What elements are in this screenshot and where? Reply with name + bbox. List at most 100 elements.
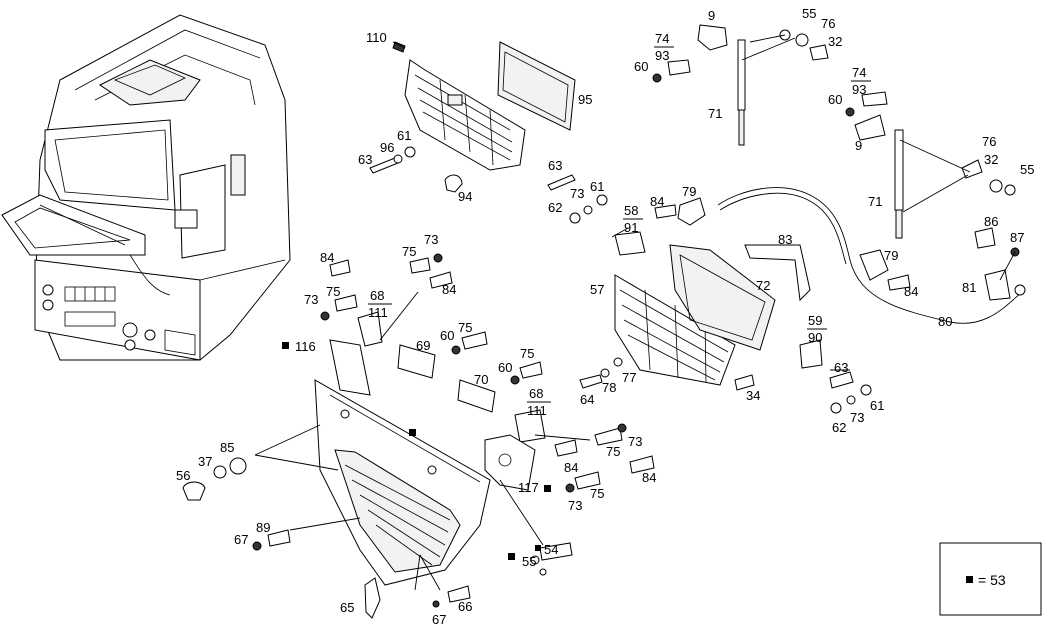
callout-84: 84: [642, 470, 656, 485]
callout-110: 110: [366, 30, 387, 45]
callout-73: 73: [424, 232, 438, 247]
fastener-group-top-left: [369, 41, 463, 193]
callout-34: 34: [746, 388, 760, 403]
callout-62: 62: [832, 420, 846, 435]
callout-37: 37: [198, 454, 212, 469]
svg-text:74: 74: [655, 31, 669, 46]
fraction-74-93-upper: 74 93: [654, 31, 674, 63]
callout-60: 60: [440, 328, 454, 343]
callout-81: 81: [962, 280, 976, 295]
callout-61: 61: [590, 179, 604, 194]
callout-77: 77: [622, 370, 636, 385]
gas-strut-71-right: [845, 91, 1016, 239]
callout-84: 84: [564, 460, 578, 475]
callout-84: 84: [904, 284, 918, 299]
callout-89: 89: [256, 520, 270, 535]
callout-84: 84: [442, 282, 456, 297]
callout-labels: 110 95 96 61 63 94 9 55 76 32 60 71 60 9…: [176, 6, 1034, 627]
callout-75: 75: [402, 244, 416, 259]
callout-75: 75: [326, 284, 340, 299]
callout-55: 55: [1020, 162, 1034, 177]
svg-text:68: 68: [529, 386, 543, 401]
svg-text:59: 59: [808, 313, 822, 328]
callout-69: 69: [416, 338, 430, 353]
svg-text:90: 90: [808, 330, 822, 345]
callout-84: 84: [320, 250, 334, 265]
fraction-58-91: 58 91: [623, 203, 643, 235]
svg-text:93: 93: [655, 48, 669, 63]
callout-64: 64: [580, 392, 594, 407]
fraction-labels: 74 93 74 93 58 91 68 111 68 111 59 90: [368, 31, 871, 418]
callout-116: 116: [295, 339, 316, 354]
truck-cab-illustration: [1, 14, 291, 361]
svg-text:74: 74: [852, 65, 866, 80]
callout-65: 65: [340, 600, 354, 615]
callout-73: 73: [304, 292, 318, 307]
callout-67: 67: [432, 612, 446, 627]
callout-54: 54: [544, 542, 558, 557]
legend-marker-square: [966, 576, 973, 583]
callout-32: 32: [984, 152, 998, 167]
callout-67: 67: [234, 532, 248, 547]
callout-96: 96: [380, 140, 394, 155]
fraction-68-111-left: 68 111: [368, 288, 392, 320]
callout-86: 86: [984, 214, 998, 229]
callout-63: 63: [834, 360, 848, 375]
callout-9: 9: [855, 138, 862, 153]
svg-text:111: 111: [527, 403, 547, 418]
callout-63: 63: [358, 152, 372, 167]
fraction-59-90: 59 90: [807, 313, 827, 345]
callout-75: 75: [590, 486, 604, 501]
gas-strut-71-upper: [652, 24, 829, 146]
callout-94: 94: [458, 189, 472, 204]
callout-76: 76: [821, 16, 835, 31]
callout-63: 63: [548, 158, 562, 173]
callout-55: 55: [522, 554, 536, 569]
callout-71: 71: [708, 106, 722, 121]
callout-9: 9: [708, 8, 715, 23]
callout-60: 60: [634, 59, 648, 74]
callout-75: 75: [606, 444, 620, 459]
svg-text:111: 111: [368, 305, 388, 320]
callout-73: 73: [568, 498, 582, 513]
callout-71: 71: [868, 194, 882, 209]
svg-text:68: 68: [370, 288, 384, 303]
callout-60: 60: [828, 92, 842, 107]
bracket-117: [484, 434, 573, 576]
callout-56: 56: [176, 468, 190, 483]
callout-75: 75: [520, 346, 534, 361]
release-cable-80: [654, 187, 1026, 324]
callout-95: 95: [578, 92, 592, 107]
callout-85: 85: [220, 440, 234, 455]
fastener-group-middle: [547, 174, 872, 414]
callout-87: 87: [1010, 230, 1024, 245]
upper-grille-frame: [404, 59, 526, 171]
callout-60: 60: [498, 360, 512, 375]
legend-text: = 53: [978, 572, 1006, 588]
fraction-74-93-right: 74 93: [851, 65, 871, 97]
callout-79: 79: [884, 248, 898, 263]
left-grille-hardware: [182, 457, 471, 619]
callout-76: 76: [982, 134, 996, 149]
callout-72: 72: [756, 278, 770, 293]
callout-61: 61: [870, 398, 884, 413]
leader-lines: [254, 34, 1016, 591]
svg-text:91: 91: [624, 220, 638, 235]
callout-57: 57: [590, 282, 604, 297]
callout-83: 83: [778, 232, 792, 247]
callout-61: 61: [397, 128, 411, 143]
callout-79: 79: [682, 184, 696, 199]
legend-box: = 53: [939, 542, 1042, 616]
callout-32: 32: [828, 34, 842, 49]
part-53-markers: [282, 342, 551, 560]
callout-66: 66: [458, 599, 472, 614]
panel-72: [669, 244, 776, 351]
callout-75: 75: [458, 320, 472, 335]
callout-117: 117: [518, 480, 539, 495]
callout-73: 73: [850, 410, 864, 425]
callout-78: 78: [602, 380, 616, 395]
callout-55: 55: [802, 6, 816, 21]
fastener-group-left: [320, 253, 655, 493]
svg-text:93: 93: [852, 82, 866, 97]
